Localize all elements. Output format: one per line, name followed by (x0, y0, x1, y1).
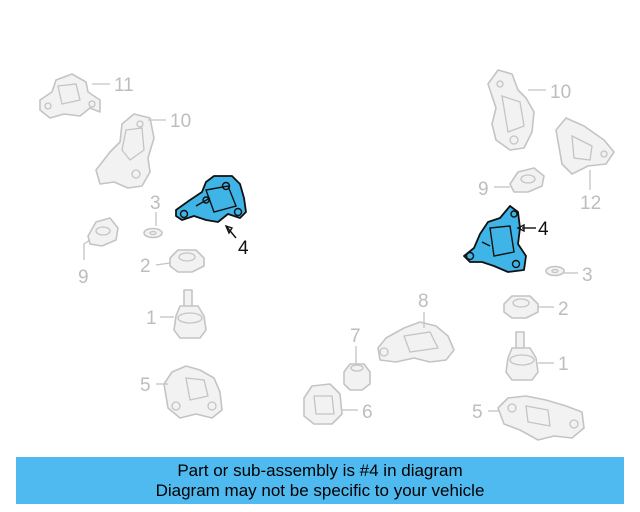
left-callout-1: 1 (146, 308, 157, 329)
center-part-7 (343, 363, 371, 391)
right-part-2 (503, 295, 539, 319)
left-part-3 (143, 227, 163, 239)
left-callout-11: 11 (114, 75, 134, 96)
left-part-1 (173, 289, 207, 339)
center-callout-7: 7 (350, 326, 361, 347)
center-callout-8: 8 (418, 291, 429, 312)
left-part-5 (163, 365, 223, 419)
center-part-6 (303, 383, 343, 425)
left-arrowhead-4 (224, 224, 234, 235)
center-callout-6: 6 (362, 402, 373, 423)
right-part-3 (545, 265, 565, 277)
left-part-2 (169, 249, 205, 273)
right-arrowhead-4 (516, 223, 525, 233)
left-leader-4 (225, 225, 237, 239)
right-part-4-highlighted[interactable] (463, 205, 527, 273)
left-part-11 (39, 73, 101, 119)
center-part-8 (377, 321, 455, 363)
right-part-9 (509, 167, 545, 193)
left-callout-4: 4 (238, 238, 249, 259)
right-part-5 (497, 395, 585, 441)
left-callout-2: 2 (140, 256, 151, 277)
left-leader-2 (155, 262, 171, 266)
right-callout-1: 1 (558, 354, 569, 375)
left-part-9 (87, 217, 119, 247)
right-callout-9: 9 (478, 179, 489, 200)
right-callout-12: 12 (580, 193, 601, 214)
right-callout-5: 5 (472, 402, 483, 423)
banner-line-1: Part or sub-assembly is #4 in diagram (177, 460, 463, 480)
right-callout-2: 2 (558, 299, 569, 320)
right-callout-10: 10 (550, 82, 571, 103)
right-callout-3: 3 (582, 265, 593, 286)
right-part-1 (505, 331, 539, 381)
left-callout-3: 3 (150, 193, 161, 214)
info-banner: Part or sub-assembly is #4 in diagram Di… (16, 457, 624, 504)
left-callout-5: 5 (140, 375, 151, 396)
right-callout-4: 4 (538, 219, 549, 240)
right-part-10 (487, 69, 535, 151)
right-part-12 (555, 117, 615, 175)
parts-diagram: 11 10 3 4 9 2 (39, 69, 615, 441)
left-callout-10: 10 (170, 111, 191, 132)
left-part-4-highlighted[interactable] (175, 175, 247, 223)
left-callout-9: 9 (78, 267, 89, 288)
left-leader-9 (83, 239, 91, 260)
banner-line-2: Diagram may not be specific to your vehi… (155, 480, 485, 500)
left-part-10 (95, 113, 155, 189)
